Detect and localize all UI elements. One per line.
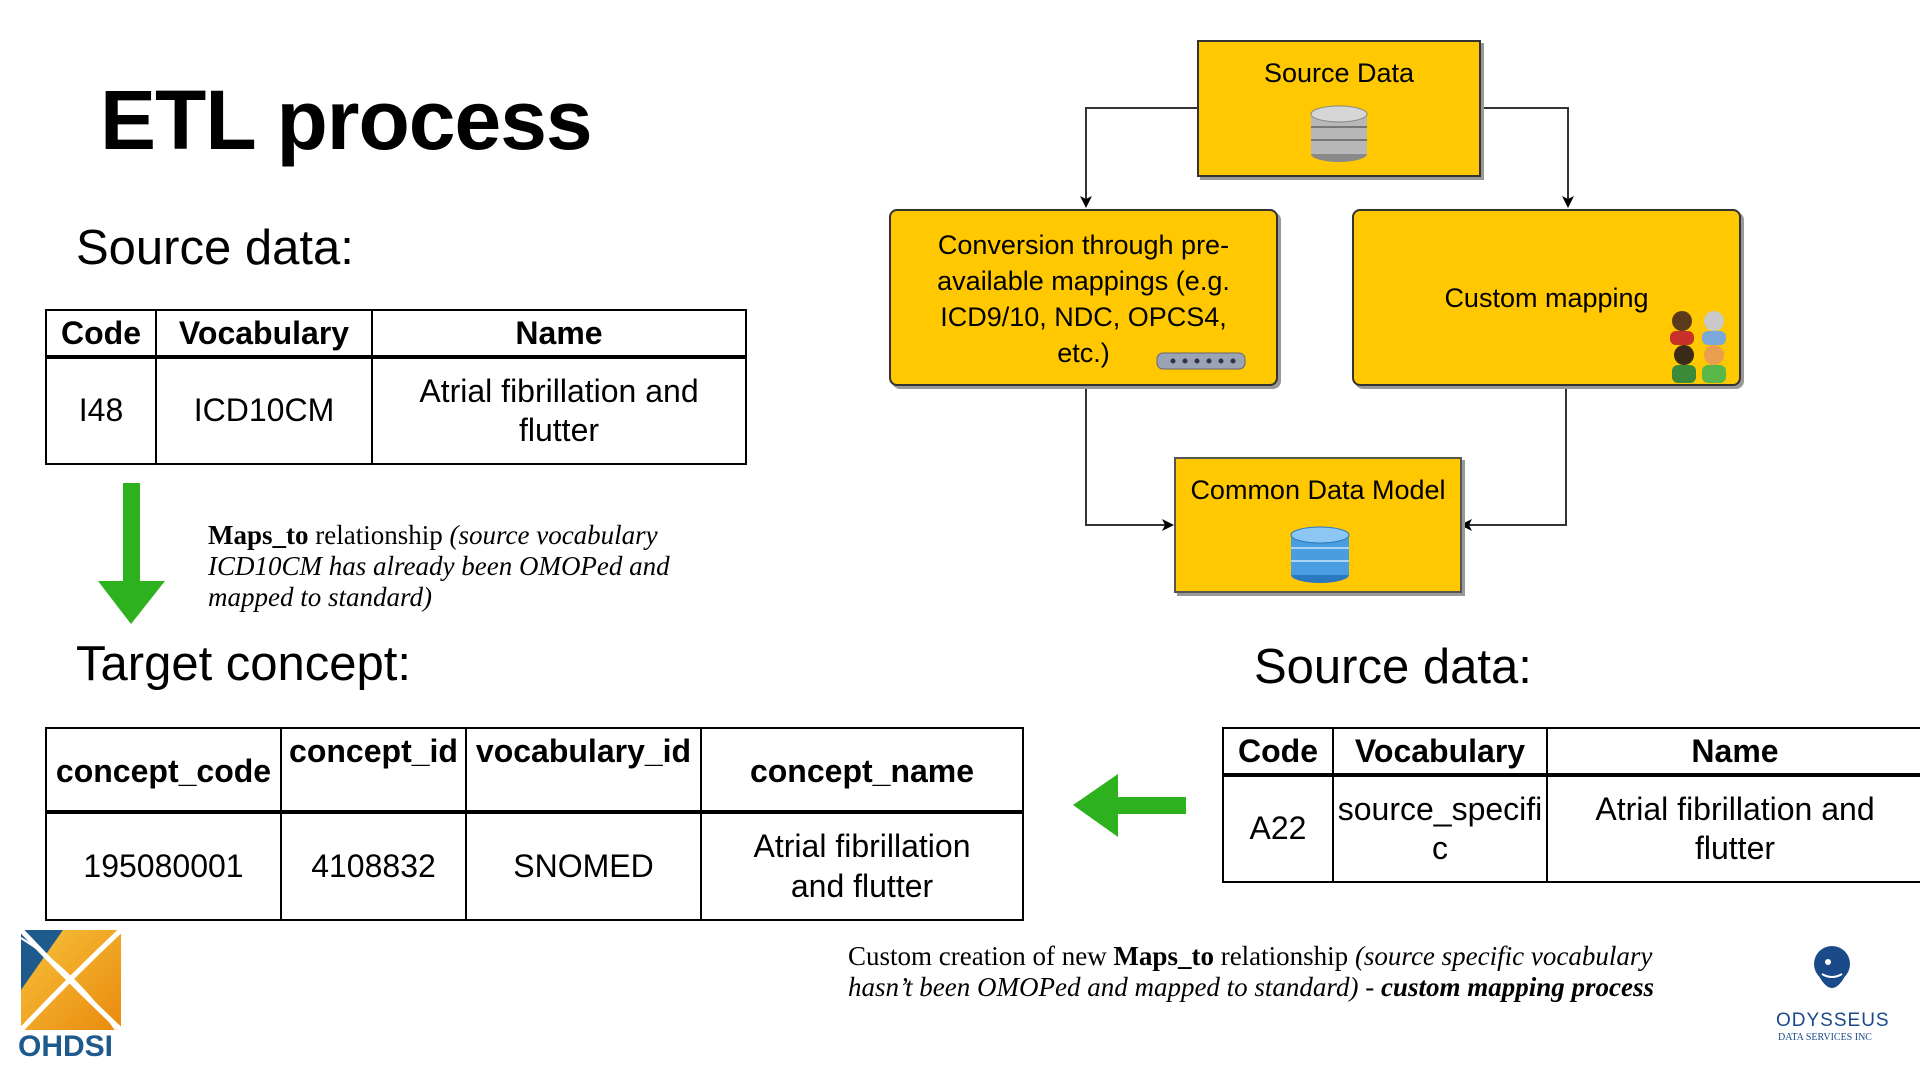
cell-concept-name: Atrial fibrillation and flutter: [700, 811, 1024, 921]
ohdsi-wordmark: OHDSI: [18, 1030, 114, 1063]
custom-note-plain3: -: [1358, 972, 1381, 1003]
target-concept-table: concept_code concept_id vocabulary_id co…: [45, 727, 1024, 921]
custom-note-bold-italic: custom mapping process: [1380, 972, 1654, 1003]
connector-source-to-conversion: [1080, 107, 1197, 208]
cell-concept-code: 195080001: [45, 811, 282, 921]
col-header-vocabulary: Vocabulary: [155, 309, 373, 358]
custom-note-plain1: Custom creation of new: [848, 941, 1114, 971]
cell-vocabulary: source_specific: [1332, 774, 1548, 883]
table-row: I48 ICD10CM Atrial fibrillation and flut…: [45, 356, 747, 465]
col-header-name: Name: [1546, 727, 1920, 776]
custom-mapping-label: Custom mapping: [1444, 283, 1649, 313]
connector-source-to-custom: [1479, 107, 1574, 208]
table-row: 195080001 4108832 SNOMED Atrial fibrilla…: [45, 811, 1024, 921]
database-blue-icon: [1290, 526, 1350, 583]
custom-mapping-note: Custom creation of new Maps_to relations…: [848, 941, 1718, 1003]
source-data-label: Source Data: [1263, 58, 1415, 88]
maps-to-note: Maps_to relationship (source vocabulary …: [208, 520, 688, 613]
cell-name: Atrial fibrillation and flutter: [371, 356, 747, 465]
cell-concept-id: 4108832: [280, 811, 467, 921]
custom-mapping-box: Custom mapping: [1352, 209, 1741, 386]
common-data-model-label: Common Data Model: [1190, 475, 1446, 505]
cell-vocabulary-id: SNOMED: [465, 811, 702, 921]
ohdsi-logo-mark: [19, 930, 123, 1032]
slide-title: ETL process: [100, 73, 593, 167]
col-header-concept-code: concept_code: [45, 727, 282, 813]
custom-note-italic: (source specific vocabulary hasn’t been …: [848, 941, 1653, 1003]
odysseus-logo: ODYSSEUS DATA SERVICES INC: [1768, 940, 1898, 1050]
left-source-heading: Source data:: [76, 221, 354, 275]
custom-note-bold: Maps_to: [1113, 941, 1214, 971]
cell-code: I48: [45, 356, 157, 465]
maps-to-plain: relationship: [308, 520, 450, 550]
right-source-heading: Source data:: [1254, 640, 1532, 694]
odysseus-subtitle: DATA SERVICES INC: [1778, 1032, 1872, 1043]
cell-name: Atrial fibrillation and flutter: [1546, 774, 1920, 883]
table-row: A22 source_specific Atrial fibrillation …: [1222, 774, 1920, 883]
green-left-arrow: [1073, 774, 1186, 837]
people-icon: [1670, 311, 1726, 383]
odysseus-head-icon: [1814, 946, 1850, 988]
green-down-arrow: [98, 483, 165, 624]
source-data-box: Source Data: [1197, 40, 1481, 177]
left-source-table: Code Vocabulary Name I48 ICD10CM Atrial …: [45, 309, 747, 465]
maps-to-italic: (source vocabulary ICD10CM has already b…: [208, 520, 670, 613]
col-header-code: Code: [1222, 727, 1334, 776]
maps-to-bold: Maps_to: [208, 520, 309, 550]
router-icon: [1156, 352, 1246, 370]
target-heading: Target concept:: [76, 637, 412, 691]
custom-note-plain2: relationship: [1213, 941, 1355, 971]
col-header-name: Name: [371, 309, 747, 358]
conversion-label: Conversion through pre-available mapping…: [937, 230, 1230, 368]
odysseus-wordmark: ODYSSEUS: [1776, 1010, 1890, 1031]
conversion-box: Conversion through pre-available mapping…: [889, 209, 1278, 386]
common-data-model-box: Common Data Model: [1174, 457, 1462, 593]
cell-vocabulary: ICD10CM: [155, 356, 373, 465]
cell-code: A22: [1222, 774, 1334, 883]
col-header-code: Code: [45, 309, 157, 358]
col-header-vocabulary: Vocabulary: [1332, 727, 1548, 776]
right-source-table: Code Vocabulary Name A22 source_specific…: [1222, 727, 1920, 883]
col-header-concept-name: concept_name: [700, 727, 1024, 813]
col-header-vocabulary-id: vocabulary_id: [465, 727, 702, 813]
connector-conversion-to-cdm: [1085, 386, 1174, 531]
col-header-concept-id: concept_id: [280, 727, 467, 813]
connector-custom-to-cdm: [1460, 386, 1567, 531]
database-gray-icon: [1310, 105, 1368, 162]
ohdsi-logo: OHDSI: [18, 930, 128, 1065]
